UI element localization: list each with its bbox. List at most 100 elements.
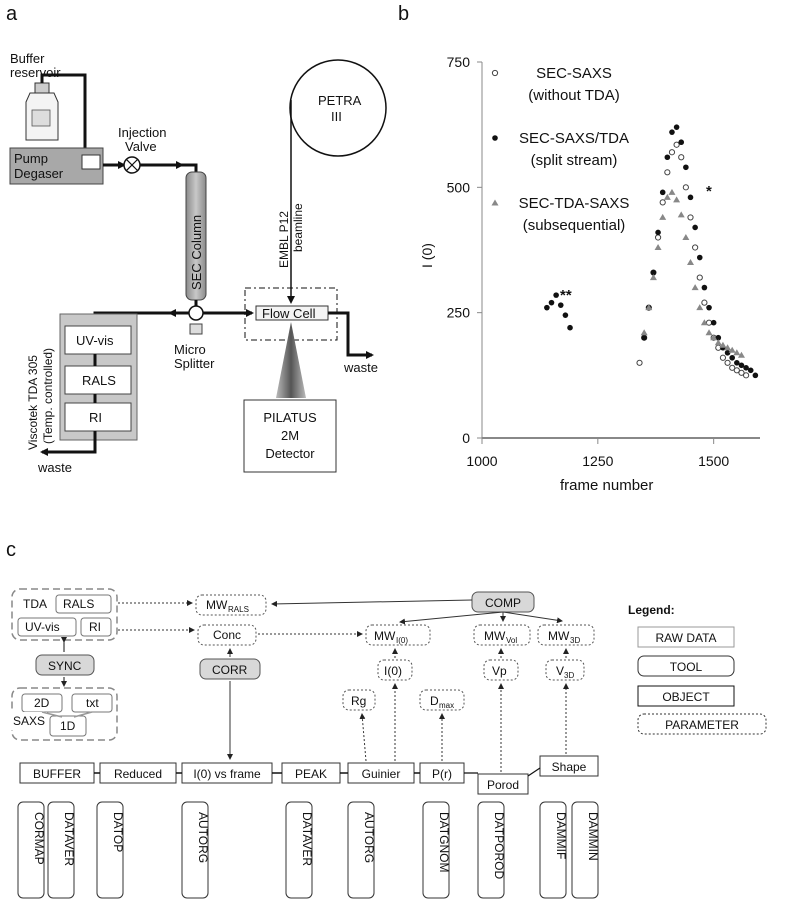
data-point-series-3 (691, 284, 699, 291)
ri-label: RI (89, 410, 102, 425)
wf-uvvis: UV-vis (25, 620, 60, 634)
wf-guinier: Guinier (362, 767, 401, 781)
data-point-series-2 (673, 124, 680, 130)
tool-label-dammif: DAMMIF (554, 812, 568, 859)
wf-dmax-box (419, 689, 465, 711)
wf-uvvis-box (17, 617, 77, 637)
wf-conc: Conc (213, 628, 241, 642)
legend-label-1: SEC-SAXS (536, 65, 612, 82)
wf-vp: Vp (492, 664, 507, 678)
data-point-series-2 (659, 189, 666, 196)
beamline-label-1: EMBL P12 (277, 211, 291, 268)
wf-shape: Shape (552, 760, 587, 774)
flow-cell-label: Flow Cell (262, 306, 316, 321)
data-point-series-2 (548, 299, 555, 306)
waste-left-label: waste (37, 460, 72, 475)
detector-label-3: Detector (265, 446, 315, 461)
wf-dmax-sub: max (439, 701, 454, 710)
data-point-series-2 (734, 360, 740, 366)
wf-rals-box (55, 594, 112, 614)
porod-links (464, 767, 541, 777)
data-point-series-3 (687, 259, 694, 266)
wf-sync-box (35, 654, 95, 676)
data-point-series-1 (687, 214, 694, 221)
scattering-cone (276, 322, 306, 398)
wf-porod-box (477, 773, 529, 795)
annotation-star: * (706, 183, 712, 200)
micro-splitter-label-1: Micro (174, 342, 206, 357)
data-point-series-2 (729, 354, 735, 361)
waste-right-label: waste (343, 360, 378, 375)
tda-waste-line (40, 431, 97, 456)
data-point-series-1 (678, 154, 685, 161)
legend-raw-data-label: RAW DATA (655, 631, 716, 645)
data-point-series-3 (696, 304, 704, 311)
tool-box-dataver (285, 801, 313, 899)
data-point-series-2 (650, 269, 657, 276)
data-point-series-1 (696, 274, 703, 281)
legend-tool (637, 655, 735, 677)
panel-label-a: a (6, 3, 18, 25)
wf-mwi0-box (365, 624, 431, 646)
x-axis-label: frame number (560, 477, 653, 494)
tool-label-autorg: AUTORG (196, 812, 210, 863)
tool-label-cormap: CORMAP (32, 812, 46, 865)
injection-valve-label-1: Injection (118, 125, 166, 140)
data-point-series-1 (743, 372, 750, 379)
data-point-series-1 (715, 344, 722, 351)
legend-raw-data (637, 626, 735, 648)
data-point-series-2 (738, 362, 745, 369)
valve-cross (125, 158, 139, 172)
tool-label-dataver: DATAVER (300, 812, 314, 866)
saxs-merge-arrows (41, 711, 93, 718)
data-point-series-3 (682, 233, 690, 240)
data-point-series-1 (673, 141, 680, 148)
data-point-series-3 (705, 329, 713, 336)
wf-pr: P(r) (432, 767, 452, 781)
y-axis-label: I (0) (419, 243, 435, 268)
legend-label-3: SEC-TDA-SAXS (519, 195, 630, 212)
legend-label-2: SEC-SAXS/TDA (519, 130, 629, 147)
data-point-series-2 (752, 372, 759, 379)
wf-rals: RALS (63, 597, 94, 611)
uvvis-label: UV-vis (76, 333, 114, 348)
data-point-series-1 (729, 364, 736, 371)
tool-label-datop: DATOP (111, 812, 125, 852)
tool-label-dammin: DAMMIN (586, 812, 600, 861)
data-point-series-1 (682, 184, 689, 191)
data-point-series-1 (659, 199, 666, 206)
tool-box-dataver (47, 801, 75, 899)
wf-mw3d-sub: 3D (570, 636, 580, 645)
legend-sublabel-3: (subsequential) (523, 217, 626, 234)
tool-label-datgnom: DATGNOM (437, 812, 451, 872)
data-point-series-3 (677, 211, 685, 218)
tool-label-dataver: DATAVER (62, 812, 76, 866)
beamline-label-2: beamline (291, 203, 305, 252)
wf-txt: txt (86, 696, 99, 710)
tool-label-datporod: DATPOROD (492, 812, 506, 879)
data-point-series-3 (659, 213, 667, 220)
data-point-series-3 (668, 188, 676, 195)
wf-peak: PEAK (295, 767, 327, 781)
data-point-series-1 (692, 244, 699, 251)
wf-mwvol: MW (484, 629, 506, 643)
wf-shape-box (539, 755, 599, 777)
y-tick-label: 750 (447, 54, 471, 70)
wf-mwrals-sub: RALS (228, 605, 249, 614)
data-point-series-2 (743, 365, 749, 371)
micro-splitter-icon (188, 305, 204, 321)
data-point-series-3 (700, 319, 708, 326)
data-point-series-3 (663, 193, 671, 200)
wf-v3d: V (556, 664, 564, 678)
wf-legend-title: Legend: (628, 603, 675, 617)
data-point-series-3 (654, 243, 662, 250)
wf-mw3d-box (537, 624, 595, 646)
data-point-series-1 (738, 369, 745, 376)
data-point-series-2 (562, 312, 569, 318)
wf-rg-box (342, 689, 376, 711)
panel-c: c TDA RALS UV-vis RI SYNC 2D txt SAXS 1D… (6, 539, 767, 899)
petra-ring (289, 59, 387, 157)
pump-label-2: Degaser (14, 166, 64, 181)
y-tick-label: 500 (447, 179, 471, 195)
